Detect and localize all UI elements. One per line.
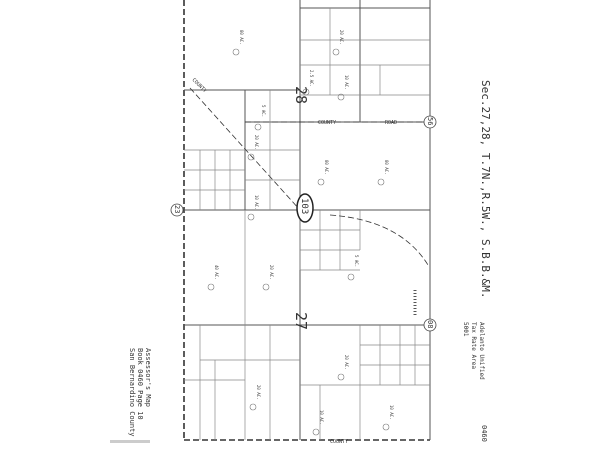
parcel-number-circle [262, 283, 270, 291]
parcel-number-circle [317, 178, 325, 186]
acreage-label: 40 AC. [214, 265, 219, 279]
acreage-label: 80 AC. [239, 30, 244, 44]
county-road-label: COUNTY [318, 120, 336, 126]
parcel-number-circle [347, 273, 355, 281]
county-road-bottom-label: COUNTY [330, 439, 348, 445]
parcel-number-circle [247, 153, 255, 161]
acreage-label: 2.5 AC. [309, 70, 314, 87]
acreage-label: 10 AC. [319, 410, 324, 424]
acreage-label: 5 AC. [261, 105, 266, 117]
acreage-label: 80 AC. [384, 160, 389, 174]
adjacent-page-right-bottom: 08 [423, 318, 437, 332]
section-27: 27 [292, 312, 310, 330]
acreage-label: 10 AC. [389, 405, 394, 419]
tax-area-line2: Tax Rate Area [470, 322, 477, 369]
tax-area-line3: 5001 [462, 322, 469, 337]
parcel-number-circle [302, 88, 310, 96]
acreage-label: 5 AC. [354, 255, 359, 267]
parcel-number-circle [337, 93, 345, 101]
acreage-label: 20 AC. [339, 30, 344, 44]
parcel-number-circle [337, 373, 345, 381]
parcel-number-circle [382, 423, 390, 431]
acreage-label: 10 AC. [254, 195, 259, 209]
scale-bar [110, 440, 150, 443]
adjacent-page-left: 23 [170, 203, 184, 217]
page-oval-number: 103 [299, 198, 309, 214]
section-28: 28 [292, 86, 310, 104]
road-label: ROAD [385, 120, 397, 126]
parcel-number-circle [377, 178, 385, 186]
tax-area-line1: Adelanto Unified [478, 322, 485, 380]
acreage-label: 10 AC. [344, 75, 349, 89]
parcel-number-circle [232, 48, 240, 56]
adjacent-page-right-top: 56 [423, 115, 437, 129]
book-number: 0460 [480, 425, 488, 442]
map-reference: Assessor's Map Book 0460 Page 10 San Ber… [128, 348, 152, 437]
acreage-label: 20 AC. [256, 385, 261, 399]
map-ref-line3: San Bernardino County [128, 348, 136, 437]
adjacent-page-right-bottom-label: 08 [426, 320, 434, 328]
adjacent-page-left-label: 23 [173, 205, 181, 213]
parcel-number-circle [249, 403, 257, 411]
map-ref-line1: Assessor's Map [144, 348, 152, 407]
tax-rate-area: Adelanto Unified Tax Rate Area 5001 [462, 322, 485, 380]
acreage-label: 80 AC. [324, 160, 329, 174]
parcel-number-circle [254, 123, 262, 131]
parcel-number-circle [247, 213, 255, 221]
map-title: Sec.27,28, T.7N.,R.5W., S.B.B.&M. [479, 80, 492, 299]
acreage-label: 20 AC. [254, 135, 259, 149]
acreage-label: 20 AC. [269, 265, 274, 279]
adjacent-page-right-top-label: 56 [426, 117, 434, 125]
parcel-lines [183, 0, 431, 441]
acreage-labels: 80 AC. 20 AC. 10 AC. 5 AC. 2.5 AC. 80 AC. 80 A… [207, 30, 394, 436]
acreage-label: 20 AC. [344, 355, 349, 369]
page-oval [296, 193, 314, 223]
parcel-number-circle [312, 428, 320, 436]
parcel-number-circle [207, 283, 215, 291]
map-ref-line2: Book 0460 Page 10 [136, 348, 144, 420]
parcel-number-circle [332, 48, 340, 56]
